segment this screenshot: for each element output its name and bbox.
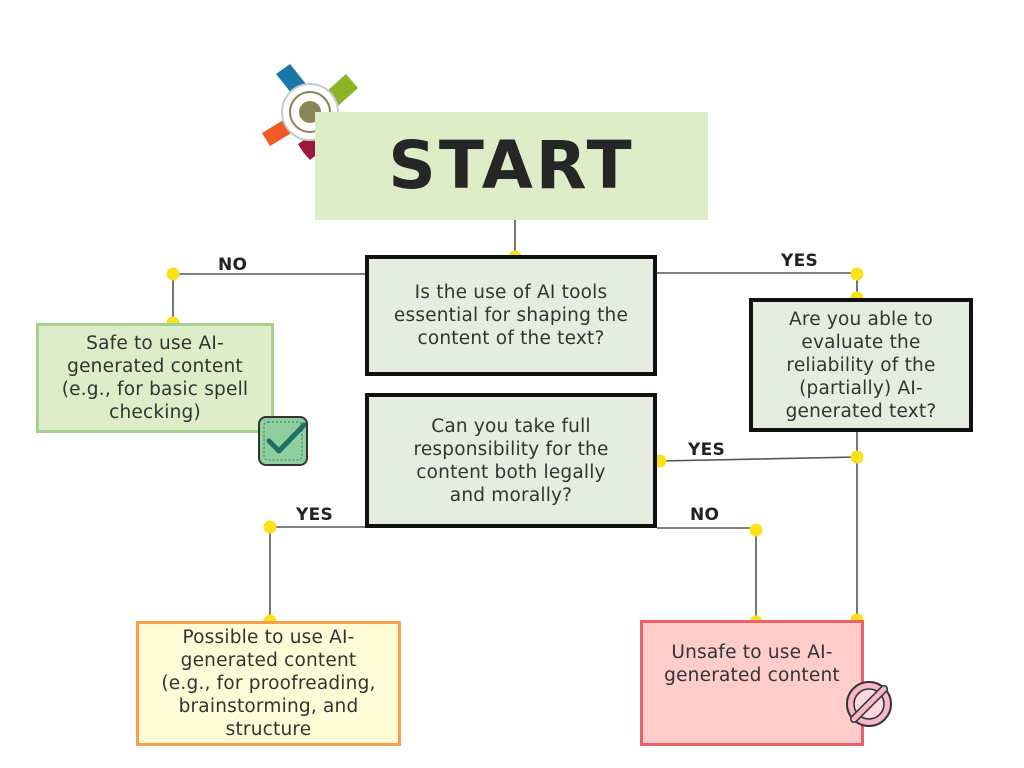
outcome-unsafe: Unsafe to use AI- generated content xyxy=(640,620,864,746)
decision-responsibility: Can you take full responsibility for the… xyxy=(365,393,657,528)
text-line: (e.g., for basic spell xyxy=(61,379,249,400)
outcome-safe: Safe to use AI- generated content (e.g.,… xyxy=(36,323,274,433)
connector-q1-yes xyxy=(657,272,858,298)
junction-dot xyxy=(166,267,180,281)
text-line: Can you take full xyxy=(431,415,591,437)
junction-dot xyxy=(749,523,763,537)
text-line: (e.g., for proofreading, xyxy=(161,673,376,694)
edge-label-yes: YES xyxy=(781,251,819,271)
text-line: generated content xyxy=(180,650,357,671)
text-line: (partially) AI- xyxy=(799,377,923,399)
text-line: generated content xyxy=(67,356,243,377)
text-line: content both legally xyxy=(416,461,606,483)
text-line: reliability of the xyxy=(786,354,936,376)
connector-q2-no xyxy=(657,527,757,620)
outcome-possible: Possible to use AI- generated content (e… xyxy=(136,621,401,746)
text-line: Are you able to xyxy=(788,308,934,330)
decision-reliability: Are you able to evaluate the reliability… xyxy=(749,298,973,432)
edge-label-yes: YES xyxy=(296,505,334,525)
edge-label-no: NO xyxy=(218,255,248,275)
text-line: essential for shaping the xyxy=(393,305,629,326)
text-line: checking) xyxy=(109,402,201,423)
text-line: Safe to use AI- xyxy=(86,333,224,354)
junction-dot xyxy=(850,267,864,281)
text-line: and morally? xyxy=(449,484,573,506)
edge-label-yes: YES xyxy=(688,440,726,460)
start-label: START xyxy=(388,127,635,204)
text-line: Possible to use AI- xyxy=(182,627,355,648)
text-line: responsibility for the xyxy=(413,438,609,460)
start-node: START xyxy=(315,112,708,220)
text-line: brainstorming, and xyxy=(178,696,359,717)
text-line: content of the text? xyxy=(417,328,605,349)
text-line: generated text? xyxy=(785,400,937,422)
junction-dot xyxy=(263,520,277,534)
junction-dot xyxy=(850,450,864,464)
decision-essential-ai: Is the use of AI tools essential for sha… xyxy=(365,255,657,376)
edge-label-no: NO xyxy=(690,505,720,525)
text-line: structure xyxy=(225,719,312,740)
connector-q1-no xyxy=(172,273,365,323)
text-line: evaluate the xyxy=(801,331,921,353)
connector-q2-yes xyxy=(269,526,365,621)
text-line: generated content xyxy=(664,665,840,686)
prohibited-icon xyxy=(846,681,892,727)
text-line: Is the use of AI tools xyxy=(414,282,608,303)
checkmark-icon xyxy=(258,416,308,466)
text-line: Unsafe to use AI- xyxy=(671,642,833,663)
